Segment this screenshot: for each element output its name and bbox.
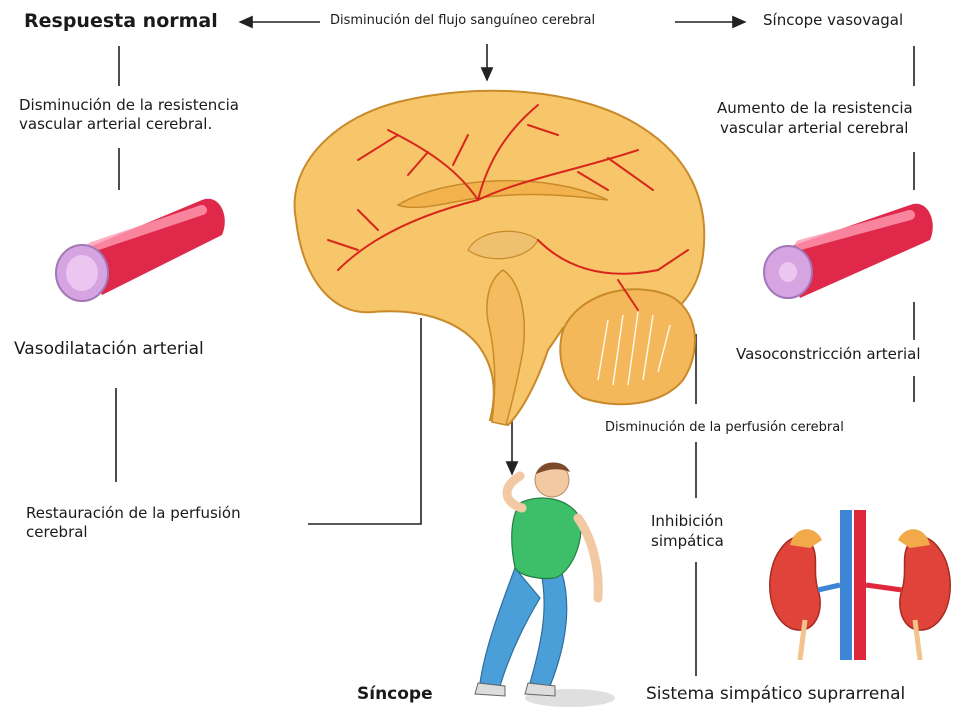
label-inhibition-2: simpática (651, 533, 724, 551)
constricted-artery-illustration (760, 200, 940, 310)
label-inhibition-1: Inhibición (651, 513, 723, 531)
label-adrenal-system: Sistema simpático suprarrenal (646, 684, 905, 704)
label-center-top: Disminución del flujo sanguíneo cerebral (330, 13, 595, 28)
label-left-resistance-2: vascular arterial cerebral. (19, 116, 212, 134)
label-vasodilation: Vasodilatación arterial (14, 339, 204, 359)
label-vasoconstriction: Vasoconstricción arterial (736, 346, 921, 364)
label-perfusion-decrease: Disminución de la perfusión cerebral (605, 420, 844, 435)
dilated-artery-illustration (52, 195, 232, 305)
label-syncope: Síncope (357, 684, 433, 704)
brain-illustration (278, 80, 718, 430)
label-right-resistance-2: vascular arterial cerebral (720, 120, 908, 138)
label-vasovagal: Síncope vasovagal (763, 12, 903, 30)
kidneys-adrenal-illustration (760, 510, 960, 660)
label-normal-response: Respuesta normal (24, 10, 218, 32)
fainting-person-illustration (460, 458, 620, 708)
label-restoration-1: Restauración de la perfusión (26, 505, 241, 523)
label-left-resistance-1: Disminución de la resistencia (19, 97, 239, 115)
label-restoration-2: cerebral (26, 524, 88, 542)
label-right-resistance-1: Aumento de la resistencia (717, 100, 913, 118)
